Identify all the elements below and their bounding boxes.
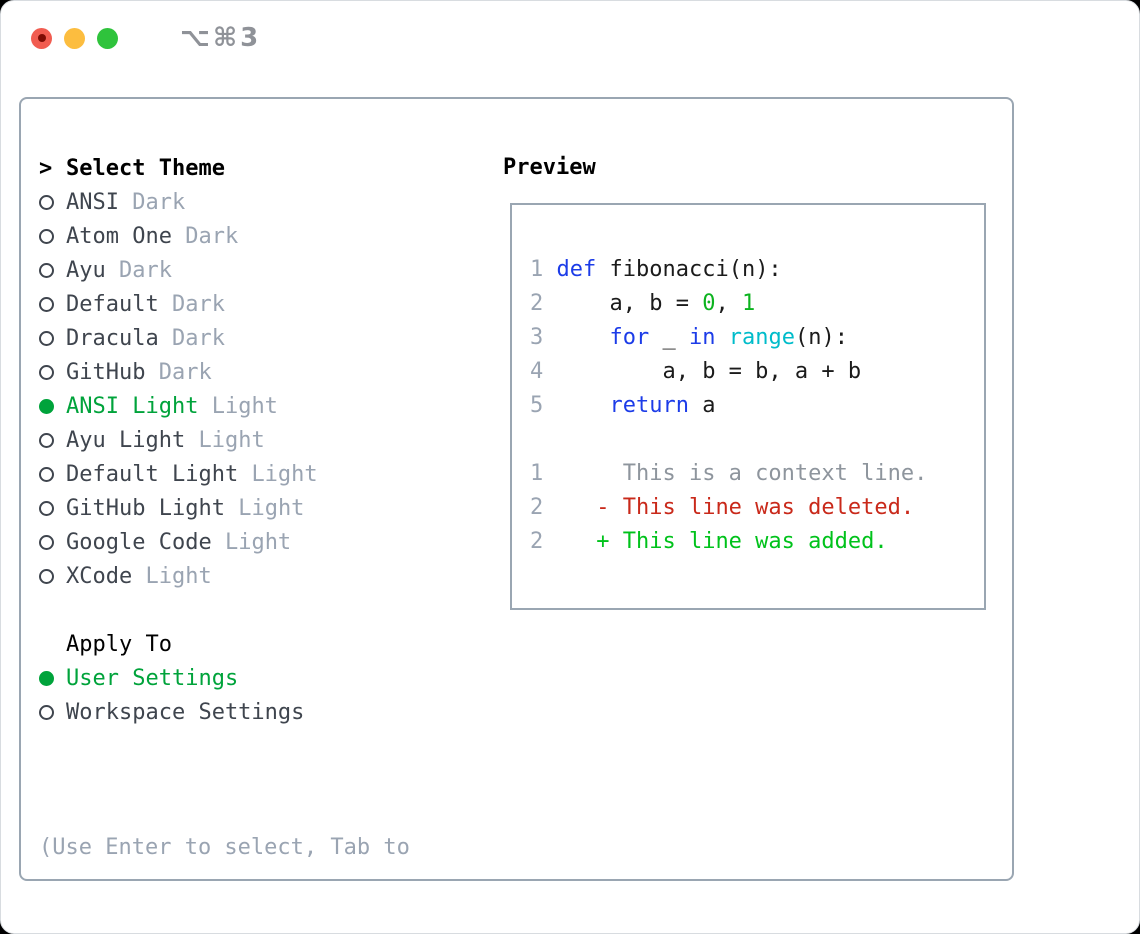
line-number: 1 (530, 461, 544, 486)
radio-selected-icon (39, 670, 66, 686)
option-label: ANSI Dark (66, 189, 186, 215)
option-label: GitHub Dark (66, 359, 212, 385)
code-line: 1 def fibonacci(n): (530, 257, 782, 282)
radio-unselected-icon (39, 432, 66, 448)
apply-option-workspace-settings[interactable]: Workspace Settings (39, 695, 489, 729)
option-label: GitHub Light Light (66, 495, 305, 521)
code-line: 3 for _ in range(n): (530, 325, 848, 350)
theme-option-ansi[interactable]: ANSI Dark (39, 185, 489, 219)
line-number: 1 (530, 257, 544, 282)
apply-to-title: Apply To (66, 631, 172, 657)
preview-title: Preview (503, 155, 596, 180)
radio-unselected-icon (39, 466, 66, 482)
radio-selected-icon (39, 398, 66, 414)
blank-line (530, 423, 984, 457)
theme-option-ayu[interactable]: Ayu Dark (39, 253, 489, 287)
close-dot-icon (37, 34, 46, 42)
line-number: 5 (530, 393, 544, 418)
hint-line-1: (Use Enter to select, Tab to (39, 835, 410, 860)
focus-cursor-icon: > (39, 155, 53, 181)
theme-option-ansi-light[interactable]: ANSI Light Light (39, 389, 489, 423)
line-number: 3 (530, 325, 544, 350)
diff-line-deleted: 2 - This line was deleted. (530, 495, 915, 520)
theme-option-default-light[interactable]: Default Light Light (39, 457, 489, 491)
diff-line-added: 2 + This line was added. (530, 529, 888, 554)
line-number: 4 (530, 359, 544, 384)
select-theme-title: Select Theme (66, 155, 225, 181)
radio-unselected-icon (39, 194, 66, 210)
diff-line-context: 1 This is a context line. (530, 461, 928, 486)
theme-option-atom-one[interactable]: Atom One Dark (39, 219, 489, 253)
radio-unselected-icon (39, 500, 66, 516)
hint-text: (Use Enter to select, Tab to change focu… (39, 763, 489, 934)
radio-unselected-icon (39, 296, 66, 312)
theme-option-github[interactable]: GitHub Dark (39, 355, 489, 389)
theme-option-ayu-light[interactable]: Ayu Light Light (39, 423, 489, 457)
window-title: ⌥⌘3 (180, 23, 262, 53)
theme-option-default[interactable]: Default Dark (39, 287, 489, 321)
spacer (39, 593, 489, 627)
option-label: Google Code Light (66, 529, 292, 555)
maximize-button[interactable] (97, 27, 118, 49)
line-number: 2 (530, 291, 544, 316)
apply-to-header-row: Apply To (39, 627, 489, 661)
option-label: User Settings (66, 665, 239, 691)
theme-option-xcode[interactable]: XCode Light (39, 559, 489, 593)
option-label: Workspace Settings (66, 699, 305, 725)
preview-pane: 1 def fibonacci(n): 2 a, b = 0, 1 3 for _ … (510, 203, 986, 610)
code-line: 4 a, b = b, a + b (530, 359, 862, 384)
option-label: Ayu Light Light (66, 427, 265, 453)
theme-option-dracula[interactable]: Dracula Dark (39, 321, 489, 355)
code-preview: 1 def fibonacci(n): 2 a, b = 0, 1 3 for _ … (512, 205, 984, 559)
spacer (39, 729, 489, 763)
select-theme-header: > Select Theme (39, 151, 489, 185)
option-label: Dracula Dark (66, 325, 225, 351)
radio-unselected-icon (39, 568, 66, 584)
apply-option-user-settings[interactable]: User Settings (39, 661, 489, 695)
radio-unselected-icon (39, 330, 66, 346)
option-label: Atom One Dark (66, 223, 239, 249)
theme-option-github-light[interactable]: GitHub Light Light (39, 491, 489, 525)
radio-unselected-icon (39, 228, 66, 244)
radio-unselected-icon (39, 262, 66, 278)
option-label: ANSI Light Light (66, 393, 278, 419)
line-number: 2 (530, 495, 544, 520)
radio-unselected-icon (39, 534, 66, 550)
minimize-button[interactable] (64, 27, 85, 49)
option-label: XCode Light (66, 563, 212, 589)
titlebar: ⌥⌘3 (1, 1, 1139, 75)
close-button[interactable] (31, 27, 52, 49)
radio-unselected-icon (39, 704, 66, 720)
option-label: Default Dark (66, 291, 225, 317)
theme-option-google-code[interactable]: Google Code Light (39, 525, 489, 559)
code-line: 2 a, b = 0, 1 (530, 291, 756, 316)
option-label: Ayu Dark (66, 257, 172, 283)
code-line: 5 return a (530, 393, 716, 418)
radio-unselected-icon (39, 364, 66, 380)
line-number: 2 (530, 529, 544, 554)
option-label: Default Light Light (66, 461, 318, 487)
